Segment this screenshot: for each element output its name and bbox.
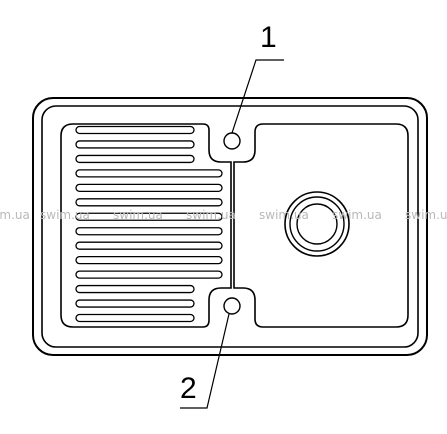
- watermark-text: swim.ua: [0, 208, 30, 222]
- drainboard-rib: [75, 256, 223, 265]
- callout-2-number: 2: [180, 372, 197, 405]
- drainboard-rib: [75, 125, 195, 135]
- tap-hole-bottom: [223, 297, 241, 315]
- watermark-text: swim.ua: [40, 208, 90, 222]
- drain-outer-ring: [284, 191, 350, 257]
- drain-inner-ring: [296, 203, 338, 245]
- watermark-text: swim.ua: [259, 208, 309, 222]
- drainboard-rib: [75, 270, 223, 279]
- drainboard-rib: [75, 212, 223, 221]
- sink-inner-frame: [41, 105, 419, 348]
- drainboard-rib: [75, 313, 195, 323]
- drain-hole: [284, 191, 350, 257]
- watermark-text: swim.ua: [332, 208, 382, 222]
- sink-bowl-outline: [233, 123, 409, 328]
- callout-1-number: 1: [260, 21, 277, 54]
- drainboard-rib: [75, 169, 223, 178]
- watermark-text: swim.ua: [405, 208, 447, 222]
- watermark-row: swim.ua swim.ua swim.ua swim.ua swim.ua …: [0, 208, 447, 222]
- watermark-text: swim.ua: [113, 208, 163, 222]
- callout-1-leader: [231, 59, 284, 134]
- drain-middle-ring: [289, 196, 345, 252]
- drainboard-rib: [75, 284, 195, 294]
- drainboard-rib: [75, 154, 195, 164]
- sink-outer-frame: [32, 97, 428, 356]
- watermark-text: swim.ua: [186, 208, 236, 222]
- drainboard-outline: [60, 123, 232, 328]
- drainboard-rib: [75, 299, 195, 308]
- drainboard-rib: [75, 241, 223, 250]
- drainboard-rib: [75, 140, 195, 149]
- drainboard-rib: [75, 227, 223, 236]
- drainboard-rib: [75, 183, 223, 192]
- drainboard-rib: [75, 198, 223, 207]
- drainboard-ribs: [75, 125, 223, 323]
- callout-2-leader: [180, 313, 230, 409]
- tap-hole-top: [223, 132, 241, 150]
